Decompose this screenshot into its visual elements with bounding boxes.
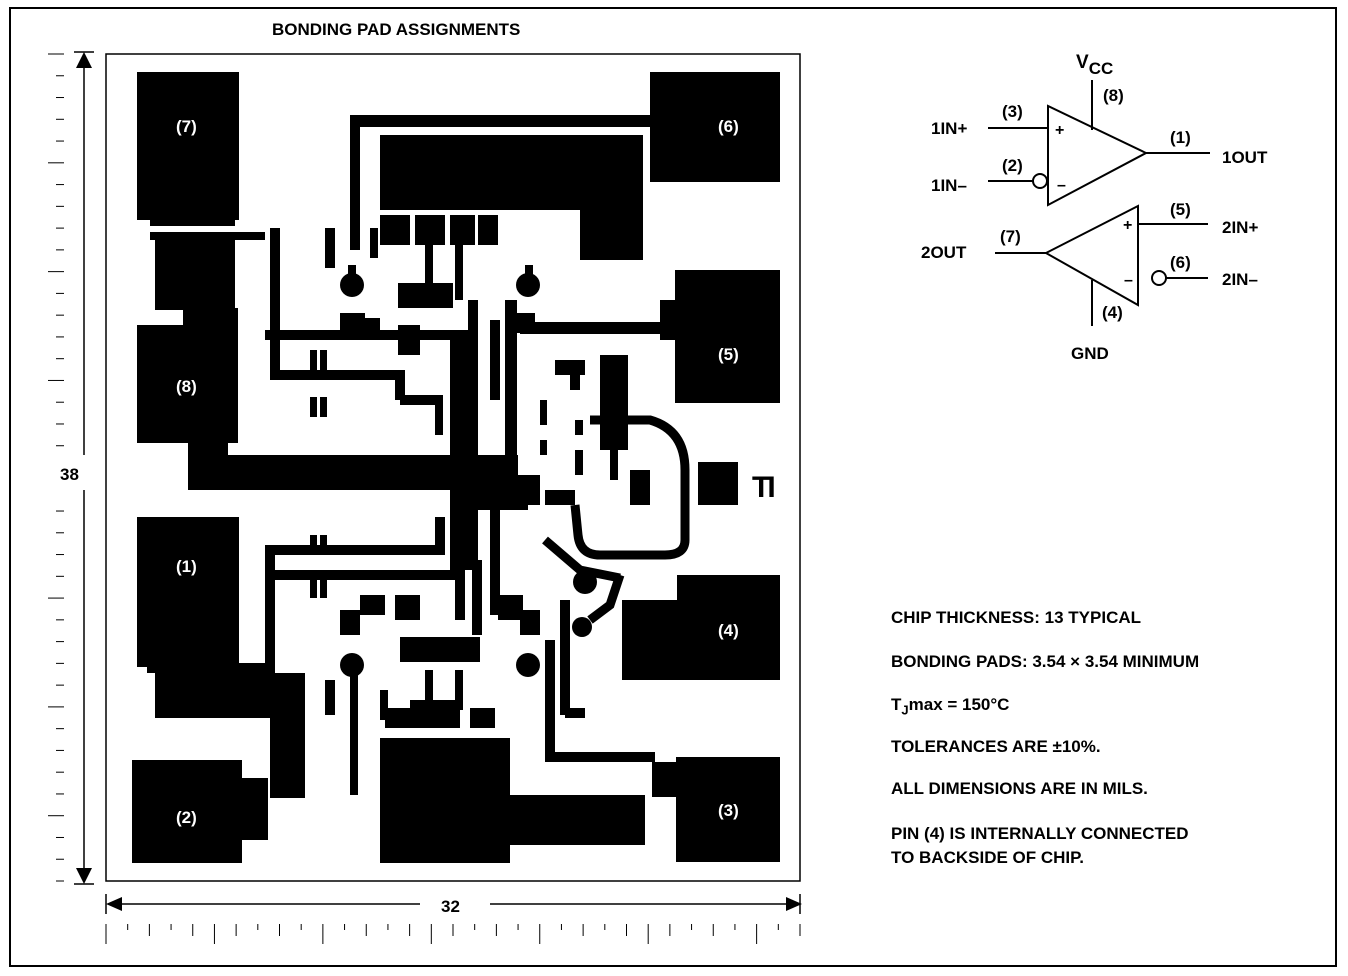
note-bonding-pads: BONDING PADS: 3.54 × 3.54 MINIMUM: [891, 652, 1200, 671]
pad-labels: (7) (8) (1) (2) (6) (5) (4) (3): [176, 117, 739, 827]
op-amp-2-triangle: [1043, 204, 1139, 307]
pad-label-1: (1): [176, 557, 197, 576]
amp1-minus-sign: –: [1057, 177, 1066, 194]
gnd-pin: (4): [1102, 303, 1123, 322]
width-dimension-label: 32: [441, 897, 460, 916]
op-amp-schematic: [988, 80, 1210, 326]
amp2-in-minus-label: 2IN–: [1222, 270, 1258, 289]
amp2-in-plus-pin: (5): [1170, 200, 1191, 219]
amp1-in-minus-pin: (2): [1002, 156, 1023, 175]
note-pin-line-1: PIN (4) IS INTERNALLY CONNECTED: [891, 824, 1189, 843]
arrow-up-icon: [76, 52, 92, 68]
figure-border: [9, 7, 1337, 967]
arrow-left-icon: [106, 897, 122, 911]
note-pin-line-2: TO BACKSIDE OF CHIP.: [891, 848, 1085, 867]
gnd-label: GND: [1071, 344, 1109, 363]
metallization-layout: [132, 72, 780, 863]
amp2-plus-sign: +: [1123, 217, 1132, 234]
note-tj-max: TJmax = 150°C: [891, 695, 1009, 717]
height-scale-ticks: [48, 53, 64, 882]
amp2-out-pin: (7): [1000, 227, 1021, 246]
op-amp-1-triangle: [1047, 104, 1149, 207]
amp1-out-label: 1OUT: [1222, 148, 1268, 167]
amp1-plus-sign: +: [1055, 122, 1064, 139]
arrow-down-icon: [76, 868, 92, 884]
pad-label-2: (2): [176, 808, 197, 827]
pad-label-7: (7): [176, 117, 197, 136]
inverting-bubble-2: [1151, 270, 1167, 286]
pad-label-8: (8): [176, 377, 197, 396]
pad-label-6: (6): [718, 117, 739, 136]
amp2-minus-sign: –: [1124, 272, 1133, 289]
arrow-right-icon: [786, 897, 802, 911]
amp2-in-plus-label: 2IN+: [1222, 218, 1258, 237]
inverting-bubble-1: [1032, 173, 1048, 189]
tj-prefix: T: [891, 695, 902, 714]
pad-label-3: (3): [718, 801, 739, 820]
figure-title: BONDING PAD ASSIGNMENTS: [272, 20, 521, 39]
pad-label-5: (5): [718, 345, 739, 364]
tj-subscript: J: [901, 702, 909, 718]
amp1-out-pin: (1): [1170, 128, 1191, 147]
schematic-labels: VCC (8) (3) 1IN+ + (2) 1IN– – (1) 1OUT +…: [921, 52, 1268, 363]
amp1-in-plus-label: 1IN+: [931, 119, 967, 138]
note-tolerances: TOLERANCES ARE ±10%.: [891, 737, 1101, 756]
note-dimensions-units: ALL DIMENSIONS ARE IN MILS.: [891, 779, 1148, 798]
width-scale-ticks: [105, 924, 801, 944]
amp1-in-plus-pin: (3): [1002, 102, 1023, 121]
note-chip-thickness: CHIP THICKNESS: 13 TYPICAL: [891, 608, 1142, 627]
note-pin-backside: PIN (4) IS INTERNALLY CONNECTED TO BACKS…: [891, 822, 1189, 870]
amp2-in-minus-pin: (6): [1170, 253, 1191, 272]
tj-value: max = 150°C: [908, 695, 1010, 714]
vcc-pin: (8): [1103, 86, 1124, 105]
amp2-out-label: 2OUT: [921, 243, 967, 262]
pad-label-4: (4): [718, 621, 739, 640]
height-dimension-label: 38: [60, 465, 79, 484]
width-dimension: [105, 894, 802, 914]
vcc-label: VCC: [1076, 52, 1113, 78]
height-dimension: [74, 51, 94, 885]
amp1-in-minus-label: 1IN–: [931, 176, 967, 195]
ti-logo: TI: [752, 471, 774, 504]
